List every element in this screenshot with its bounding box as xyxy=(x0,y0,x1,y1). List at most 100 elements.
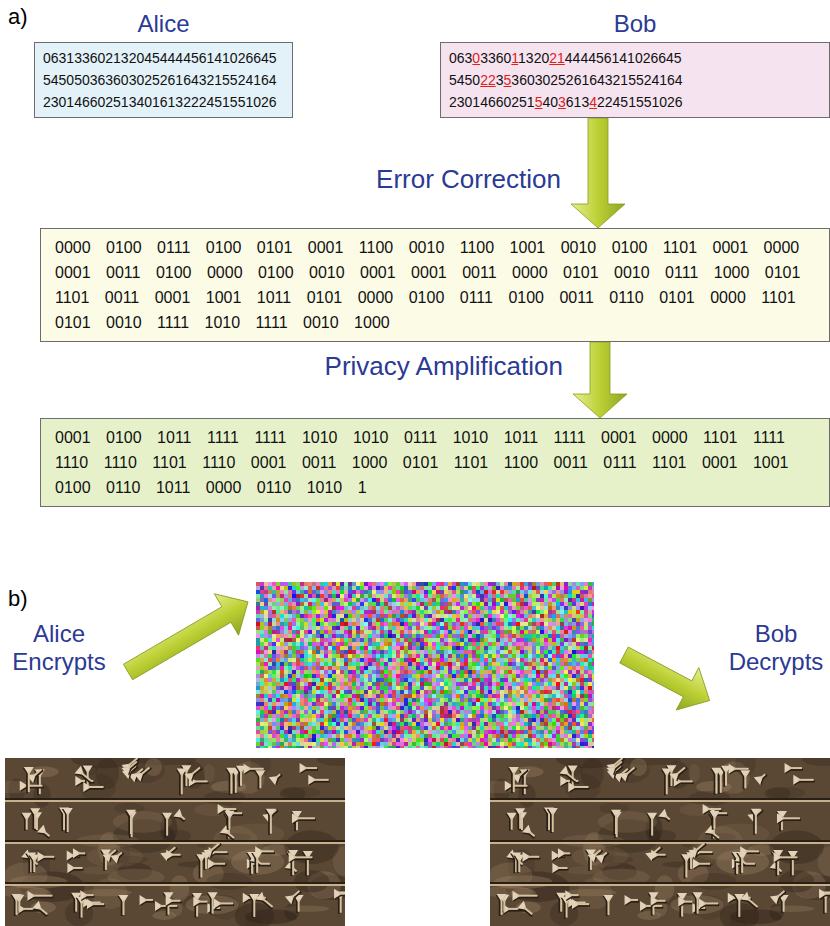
noise-pixel xyxy=(460,610,464,614)
noise-pixel xyxy=(560,654,564,658)
noise-pixel xyxy=(536,642,540,646)
noise-pixel xyxy=(404,654,408,658)
noise-pixel xyxy=(256,654,260,658)
noise-pixel xyxy=(336,606,340,610)
noise-pixel xyxy=(492,602,496,606)
noise-pixel xyxy=(344,606,348,610)
noise-pixel xyxy=(292,642,296,646)
noise-pixel xyxy=(428,602,432,606)
noise-pixel xyxy=(540,650,544,654)
noise-pixel xyxy=(332,662,336,666)
noise-pixel xyxy=(308,590,312,594)
noise-pixel xyxy=(552,646,556,650)
noise-pixel xyxy=(300,606,304,610)
noise-pixel xyxy=(568,626,572,630)
noise-pixel xyxy=(588,594,592,598)
noise-pixel xyxy=(488,642,492,646)
noise-pixel xyxy=(576,658,580,662)
noise-pixel xyxy=(332,674,336,678)
noise-pixel xyxy=(472,606,476,610)
noise-pixel xyxy=(564,670,568,674)
noise-pixel xyxy=(284,642,288,646)
noise-pixel xyxy=(284,674,288,678)
noise-pixel xyxy=(480,622,484,626)
noise-pixel xyxy=(384,650,388,654)
noise-pixel xyxy=(264,650,268,654)
noise-pixel xyxy=(324,670,328,674)
noise-pixel xyxy=(564,638,568,642)
noise-pixel xyxy=(268,674,272,678)
noise-pixel xyxy=(332,670,336,674)
noise-pixel xyxy=(460,626,464,630)
noise-pixel xyxy=(488,614,492,618)
noise-pixel xyxy=(480,590,484,594)
noise-pixel xyxy=(336,650,340,654)
noise-pixel xyxy=(444,618,448,622)
noise-pixel xyxy=(264,626,268,630)
noise-pixel xyxy=(548,634,552,638)
noise-pixel xyxy=(504,602,508,606)
noise-pixel xyxy=(444,650,448,654)
noise-pixel xyxy=(256,638,260,642)
noise-pixel xyxy=(540,598,544,602)
noise-pixel xyxy=(392,634,396,638)
noise-pixel xyxy=(532,602,536,606)
decrypt-arrow-shape xyxy=(613,634,721,722)
noise-pixel xyxy=(356,658,360,662)
noise-pixel xyxy=(508,614,512,618)
noise-pixel xyxy=(416,634,420,638)
noise-pixel xyxy=(524,594,528,598)
noise-pixel xyxy=(564,598,568,602)
noise-pixel xyxy=(412,646,416,650)
noise-pixel xyxy=(260,602,264,606)
noise-pixel xyxy=(396,594,400,598)
noise-pixel xyxy=(404,582,408,586)
noise-pixel xyxy=(360,662,364,666)
noise-pixel xyxy=(432,658,436,662)
noise-pixel xyxy=(424,626,428,630)
noise-pixel xyxy=(548,602,552,606)
noise-pixel xyxy=(288,638,292,642)
noise-pixel xyxy=(284,654,288,658)
noise-pixel xyxy=(528,618,532,622)
noise-pixel xyxy=(340,658,344,662)
noise-pixel xyxy=(500,646,504,650)
noise-pixel xyxy=(256,634,260,638)
noise-pixel xyxy=(320,658,324,662)
noise-pixel xyxy=(368,646,372,650)
noise-pixel xyxy=(424,654,428,658)
noise-pixel xyxy=(388,666,392,670)
noise-pixel xyxy=(400,582,404,586)
noise-pixel xyxy=(484,654,488,658)
noise-pixel xyxy=(584,590,588,594)
noise-pixel xyxy=(280,650,284,654)
noise-pixel xyxy=(300,594,304,598)
noise-pixel xyxy=(544,606,548,610)
noise-pixel xyxy=(512,622,516,626)
noise-pixel xyxy=(460,586,464,590)
noise-pixel xyxy=(344,622,348,626)
noise-pixel xyxy=(500,610,504,614)
noise-pixel xyxy=(332,598,336,602)
noise-pixel xyxy=(388,598,392,602)
noise-pixel xyxy=(552,634,556,638)
noise-pixel xyxy=(292,598,296,602)
noise-pixel xyxy=(300,626,304,630)
noise-pixel xyxy=(420,590,424,594)
noise-pixel xyxy=(492,646,496,650)
noise-pixel xyxy=(400,630,404,634)
noise-pixel xyxy=(328,670,332,674)
noise-pixel xyxy=(504,630,508,634)
noise-pixel xyxy=(556,638,560,642)
noise-pixel xyxy=(572,670,576,674)
noise-pixel xyxy=(256,598,260,602)
noise-pixel xyxy=(476,602,480,606)
noise-pixel xyxy=(288,606,292,610)
noise-pixel xyxy=(564,606,568,610)
noise-pixel xyxy=(368,642,372,646)
noise-pixel xyxy=(460,658,464,662)
noise-pixel xyxy=(412,622,416,626)
noise-pixel xyxy=(588,654,592,658)
noise-pixel xyxy=(376,638,380,642)
noise-pixel xyxy=(308,602,312,606)
